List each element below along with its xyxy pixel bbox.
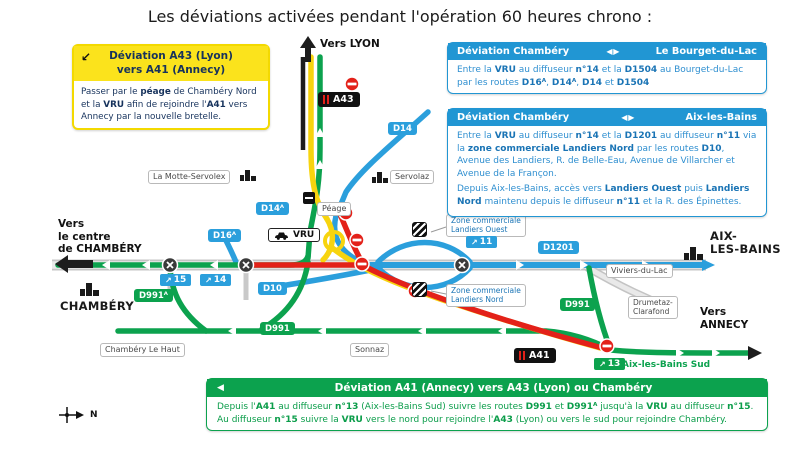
deviation-a43-box: ↙ Déviation A43 (Lyon) vers A41 (Annecy)… [72, 44, 270, 131]
compass: N [56, 406, 98, 424]
place-sonnaz: Sonnaz [350, 343, 390, 357]
direction-arrows [55, 36, 762, 360]
exit-11-badge: ↗11 [466, 236, 498, 248]
deviation-aix-box-body: Entre la VRU au diffuseur n°14 et la D12… [457, 131, 757, 207]
buildings-icon [684, 247, 703, 260]
direction-centre-chambery: Vers le centre de CHAMBÉRY [58, 218, 142, 256]
double-arrow-icon: ◀ ▶ [606, 47, 619, 56]
car-icon [275, 232, 288, 240]
d1201-road-badge: D1201 [538, 241, 579, 254]
d16a-road-badge: D16ᴬ [208, 229, 242, 242]
deviation-a41-box-body: Depuis l'A41 au diffuseur n°13 (Aix-les-… [217, 402, 754, 425]
toll-label: Péage [317, 202, 352, 216]
exit-icon: ↗ [205, 275, 212, 285]
motorway-icon [323, 95, 329, 104]
toll-icon [303, 192, 315, 204]
buildings-icon [372, 172, 388, 183]
motorway-icon [519, 351, 525, 360]
buildings-icon [80, 283, 99, 296]
page-title: Les déviations activées pendant l'opérat… [147, 7, 653, 26]
d991-west-road-badge: D991 [260, 322, 295, 335]
vru-badge: VRU [268, 228, 321, 242]
blue-route-arrowhead [702, 259, 715, 271]
compass-icon [59, 407, 84, 423]
place-drumetaz-clarafond: Drumetaz-Clarafond [628, 296, 678, 319]
exit-15-badge: ↗15 [160, 274, 192, 286]
deviation-a43-box-body: Passer par le péage de Chambéry Nord et … [81, 87, 257, 122]
place-servolaz: Servolaz [390, 170, 435, 184]
exit-13-badge: ↗13 [594, 358, 626, 370]
city-chambery: CHAMBÉRY [60, 299, 134, 313]
a43-road-badge: A43 [318, 92, 360, 107]
buildings-icon [240, 170, 256, 181]
a41-road-badge: A41 [514, 348, 556, 363]
deviation-a41-box-header: ◀ Déviation A41 (Annecy) vers A43 (Lyon)… [207, 379, 767, 397]
d10-road-badge: D10 [258, 282, 287, 295]
roundabout-icons [161, 256, 471, 274]
exit-14-badge: ↗14 [200, 274, 232, 286]
deviation-a41-box: ◀ Déviation A41 (Annecy) vers A43 (Lyon)… [206, 378, 768, 432]
exit-icon: ↗ [471, 237, 478, 247]
commercial-zone-icon [412, 282, 427, 297]
deviation-aix-box-header: Déviation Chambéry ◀ ▶ Aix-les-Bains [448, 109, 766, 126]
west-to-chambery-arrow [55, 255, 93, 273]
city-aix-les-bains: AIX-LES-BAINS [710, 229, 781, 256]
compass-north-label: N [90, 410, 98, 420]
deviation-bourget-box-body: Entre la VRU au diffuseur n°14 et la D15… [457, 65, 744, 88]
d991a-road-badge: D991ᴬ [134, 289, 173, 302]
deviation-aix-box: Déviation Chambéry ◀ ▶ Aix-les-Bains Ent… [447, 108, 767, 217]
direction-lyon: Vers LYON [320, 38, 380, 50]
left-arrow-icon: ◀ [217, 383, 224, 393]
deviation-arrow-icon: ↙ [81, 50, 92, 64]
d14-road-badge: D14 [388, 122, 417, 135]
exit-icon: ↗ [599, 359, 606, 369]
deviation-bourget-box-header: Déviation Chambéry ◀ ▶ Le Bourget-du-Lac [448, 43, 766, 60]
d991-east-road-badge: D991 [560, 298, 595, 311]
exit-icon: ↗ [165, 275, 172, 285]
exit-13-name: Aix-les-Bains Sud [622, 360, 711, 370]
place-la-motte-servolex: La Motte-Servolex [148, 170, 231, 184]
deviation-bourget-box: Déviation Chambéry ◀ ▶ Le Bourget-du-Lac… [447, 42, 767, 95]
d14a-road-badge: D14ᴬ [256, 202, 290, 215]
commercial-zone-icon [412, 222, 427, 237]
place-chambery-le-haut: Chambéry Le Haut [100, 343, 185, 357]
double-arrow-icon: ◀ ▶ [621, 113, 634, 122]
place-viviers-du-lac: Viviers-du-Lac [606, 264, 673, 278]
north-to-lyon-arrow [300, 36, 316, 62]
deviation-a43-box-header: ↙ Déviation A43 (Lyon) vers A41 (Annecy) [74, 46, 268, 82]
east-to-annecy-arrow [748, 346, 762, 360]
label-leader-lines [430, 226, 447, 295]
